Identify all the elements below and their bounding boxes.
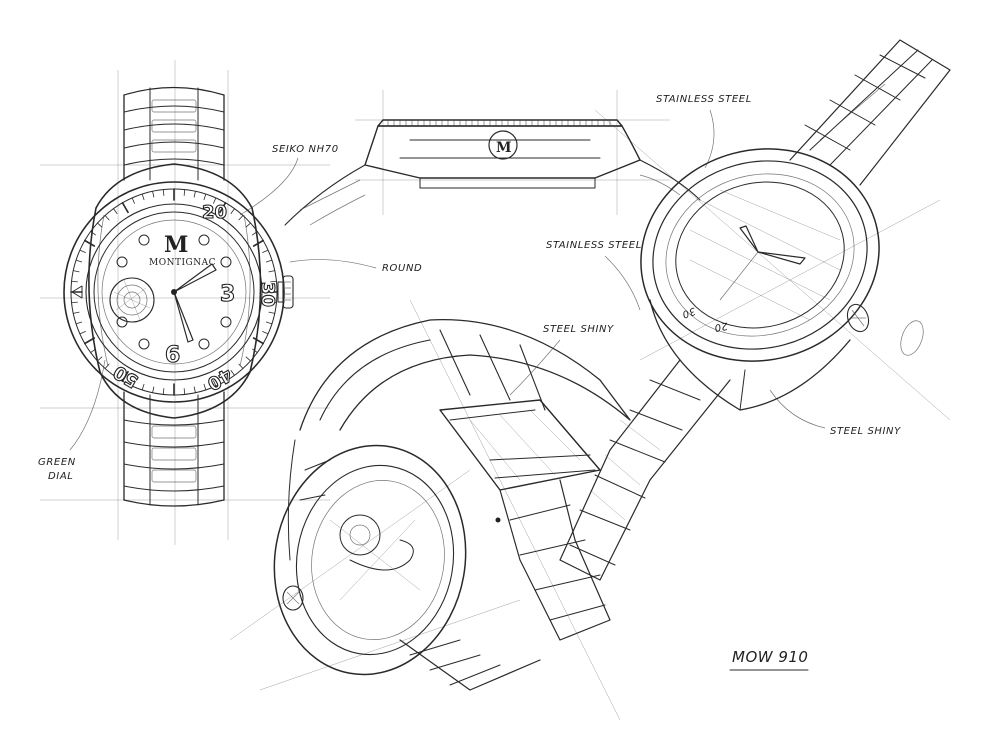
dial-monogram: M — [164, 232, 188, 258]
tilted-upper-bracelet — [789, 39, 951, 186]
exhibition-caseback — [311, 480, 445, 640]
annotation-green-text: GREEN — [38, 457, 76, 468]
tilted-case — [640, 148, 880, 362]
tilted-dial — [675, 181, 845, 329]
tilted-lower-bracelet — [559, 359, 731, 581]
front-view-watch: 20 30 40 50 M MONTIGNAC 3 6 — [63, 86, 294, 507]
annotation-stainless-case-text: STAINLESS STEEL — [546, 240, 642, 251]
visible-movement — [329, 514, 421, 601]
dial-numeral-6: 6 — [165, 343, 180, 368]
annotation-stainless-top-text: STAINLESS STEEL — [656, 94, 752, 105]
front-dial — [93, 211, 255, 373]
front-upper-bracelet — [123, 86, 225, 181]
dial-numeral-3: 3 — [220, 282, 235, 307]
annotation-steel-shiny-clasp-text: STEEL SHINY — [543, 324, 614, 335]
annotation-steel-shiny-clasp: STEEL SHINY — [509, 324, 614, 396]
tilted-crown — [846, 303, 870, 333]
front-dial-indices — [116, 234, 232, 350]
bracelet-clasp — [439, 399, 601, 523]
tilted-hour-hand — [739, 225, 759, 253]
annotation-stainless-top: STAINLESS STEEL — [656, 94, 752, 169]
bezel-number-30: 30 — [257, 282, 278, 307]
tilted-view-watch: 20 30 — [559, 39, 951, 581]
annotation-movement: SEIKO NH70 — [239, 144, 339, 216]
bezel-triangle-marker — [71, 285, 83, 299]
annotation-steel-shiny-side-text: STEEL SHINY — [830, 426, 901, 437]
model-code: MOW 910 — [729, 648, 809, 671]
bezel-number-20: 20 — [202, 202, 227, 223]
front-crown — [277, 275, 294, 309]
annotation-movement-text: SEIKO NH70 — [272, 144, 339, 155]
bezel-number-50: 50 — [110, 361, 142, 392]
annotation-green-dial: GREEN DIAL — [38, 359, 106, 482]
annotation-steel-shiny-side: STEEL SHINY — [769, 389, 901, 437]
tilted-bezel-30: 30 — [680, 305, 697, 320]
tilted-minute-hand — [757, 251, 806, 265]
minute-hand — [173, 291, 194, 343]
tilted-bezel-20: 20 — [713, 320, 729, 333]
hour-hand — [173, 263, 217, 293]
open-heart-aperture — [109, 277, 155, 323]
annotation-round-text: ROUND — [382, 263, 422, 274]
model-code-text: MOW 910 — [732, 648, 808, 666]
dial-brand-name: MONTIGNAC — [149, 258, 216, 268]
back-case — [273, 444, 467, 676]
side-profile-watch: M — [284, 119, 701, 226]
annotation-dial-text: DIAL — [48, 471, 73, 482]
front-bezel-ticks — [70, 188, 278, 396]
side-monogram: M — [496, 140, 512, 156]
annotation-round: ROUND — [289, 259, 422, 274]
back-view-watch — [273, 318, 631, 691]
tilted-bezel — [652, 160, 868, 350]
back-crown — [282, 585, 304, 611]
annotation-stainless-case: STAINLESS STEEL — [546, 240, 642, 311]
